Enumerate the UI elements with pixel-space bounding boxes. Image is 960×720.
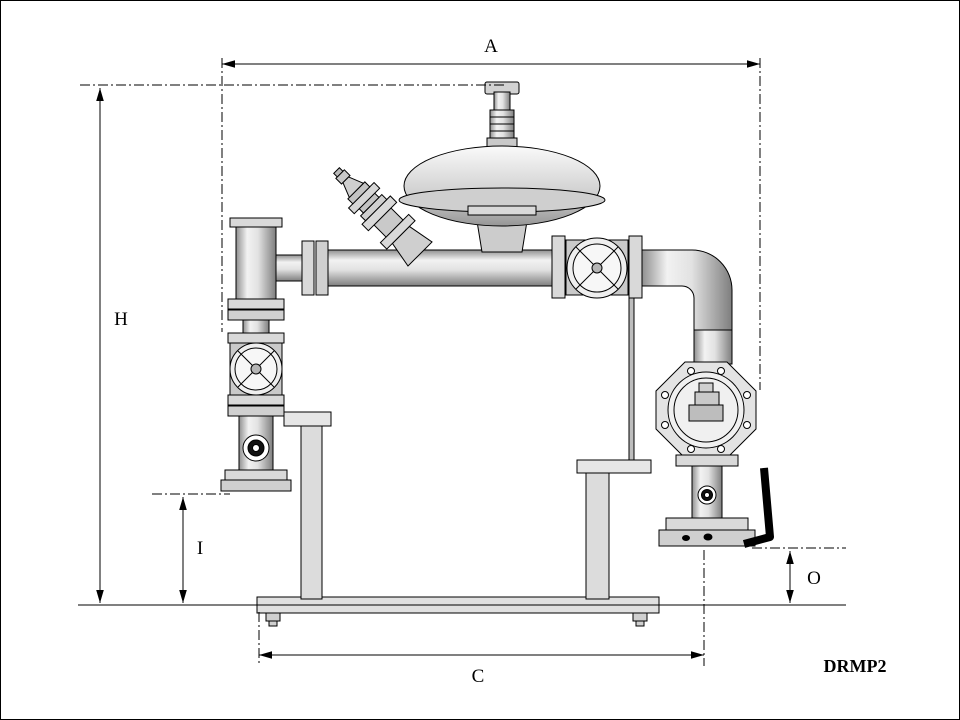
- flange: [224, 469, 288, 481]
- outlet-spool: [658, 454, 756, 547]
- model-label: DRMP2: [824, 656, 887, 676]
- flange: [227, 405, 285, 417]
- nipple: [242, 319, 270, 334]
- pilot-tip: [333, 167, 344, 178]
- bolt: [717, 367, 725, 375]
- bolt: [743, 391, 751, 399]
- drop-pipe: [693, 329, 733, 365]
- inlet-stack: [220, 217, 305, 492]
- bolt: [687, 367, 695, 375]
- elbow: [641, 249, 733, 335]
- bolt: [661, 391, 669, 399]
- stem-detail: [688, 404, 724, 422]
- flange: [675, 454, 739, 467]
- dim-label-h: H: [114, 309, 128, 330]
- stem-detail: [694, 391, 720, 407]
- support-rod: [628, 297, 635, 464]
- flange: [227, 394, 285, 406]
- flange: [227, 298, 285, 310]
- bolt: [661, 421, 669, 429]
- dimensions: A H I O C: [78, 36, 846, 687]
- butterfly-valve: [551, 235, 643, 299]
- support-frame: [256, 297, 660, 627]
- bolt-hole: [703, 533, 713, 541]
- flange: [229, 217, 283, 228]
- bolt-hole: [682, 535, 690, 541]
- flange: [301, 240, 315, 296]
- pilot-valve: [333, 167, 433, 267]
- dim-label-a: A: [484, 36, 498, 57]
- bolt: [687, 445, 695, 453]
- stem-upper: [493, 91, 511, 113]
- valve-hub: [250, 363, 262, 375]
- inlet-riser: [235, 226, 277, 300]
- left-bracket: [283, 411, 332, 427]
- flange: [227, 332, 285, 344]
- right-leg: [585, 472, 610, 600]
- stem: [489, 109, 515, 141]
- flange: [551, 235, 566, 299]
- ball-valve: [655, 361, 757, 459]
- lever-handle: [742, 467, 774, 548]
- inlet-connector: [275, 254, 305, 282]
- foot-bolt-right: [635, 620, 645, 627]
- dim-label-i: I: [197, 538, 203, 559]
- base-foot-right: [632, 612, 648, 622]
- bolt: [717, 445, 725, 453]
- flange: [227, 309, 285, 321]
- inlet-end-flange: [220, 479, 292, 492]
- valve-hub: [591, 262, 603, 274]
- dim-label-o: O: [807, 568, 821, 589]
- flange: [665, 517, 749, 531]
- left-leg: [300, 425, 323, 600]
- right-bracket: [576, 459, 652, 474]
- base-foot-left: [265, 612, 281, 622]
- regulator: [398, 81, 606, 253]
- dim-label-c: C: [472, 666, 485, 687]
- bolt: [743, 421, 751, 429]
- flange: [467, 205, 537, 216]
- flange: [628, 235, 643, 299]
- flange: [315, 240, 329, 296]
- foot-bolt-left: [268, 620, 278, 627]
- outlet-elbow: [641, 249, 733, 365]
